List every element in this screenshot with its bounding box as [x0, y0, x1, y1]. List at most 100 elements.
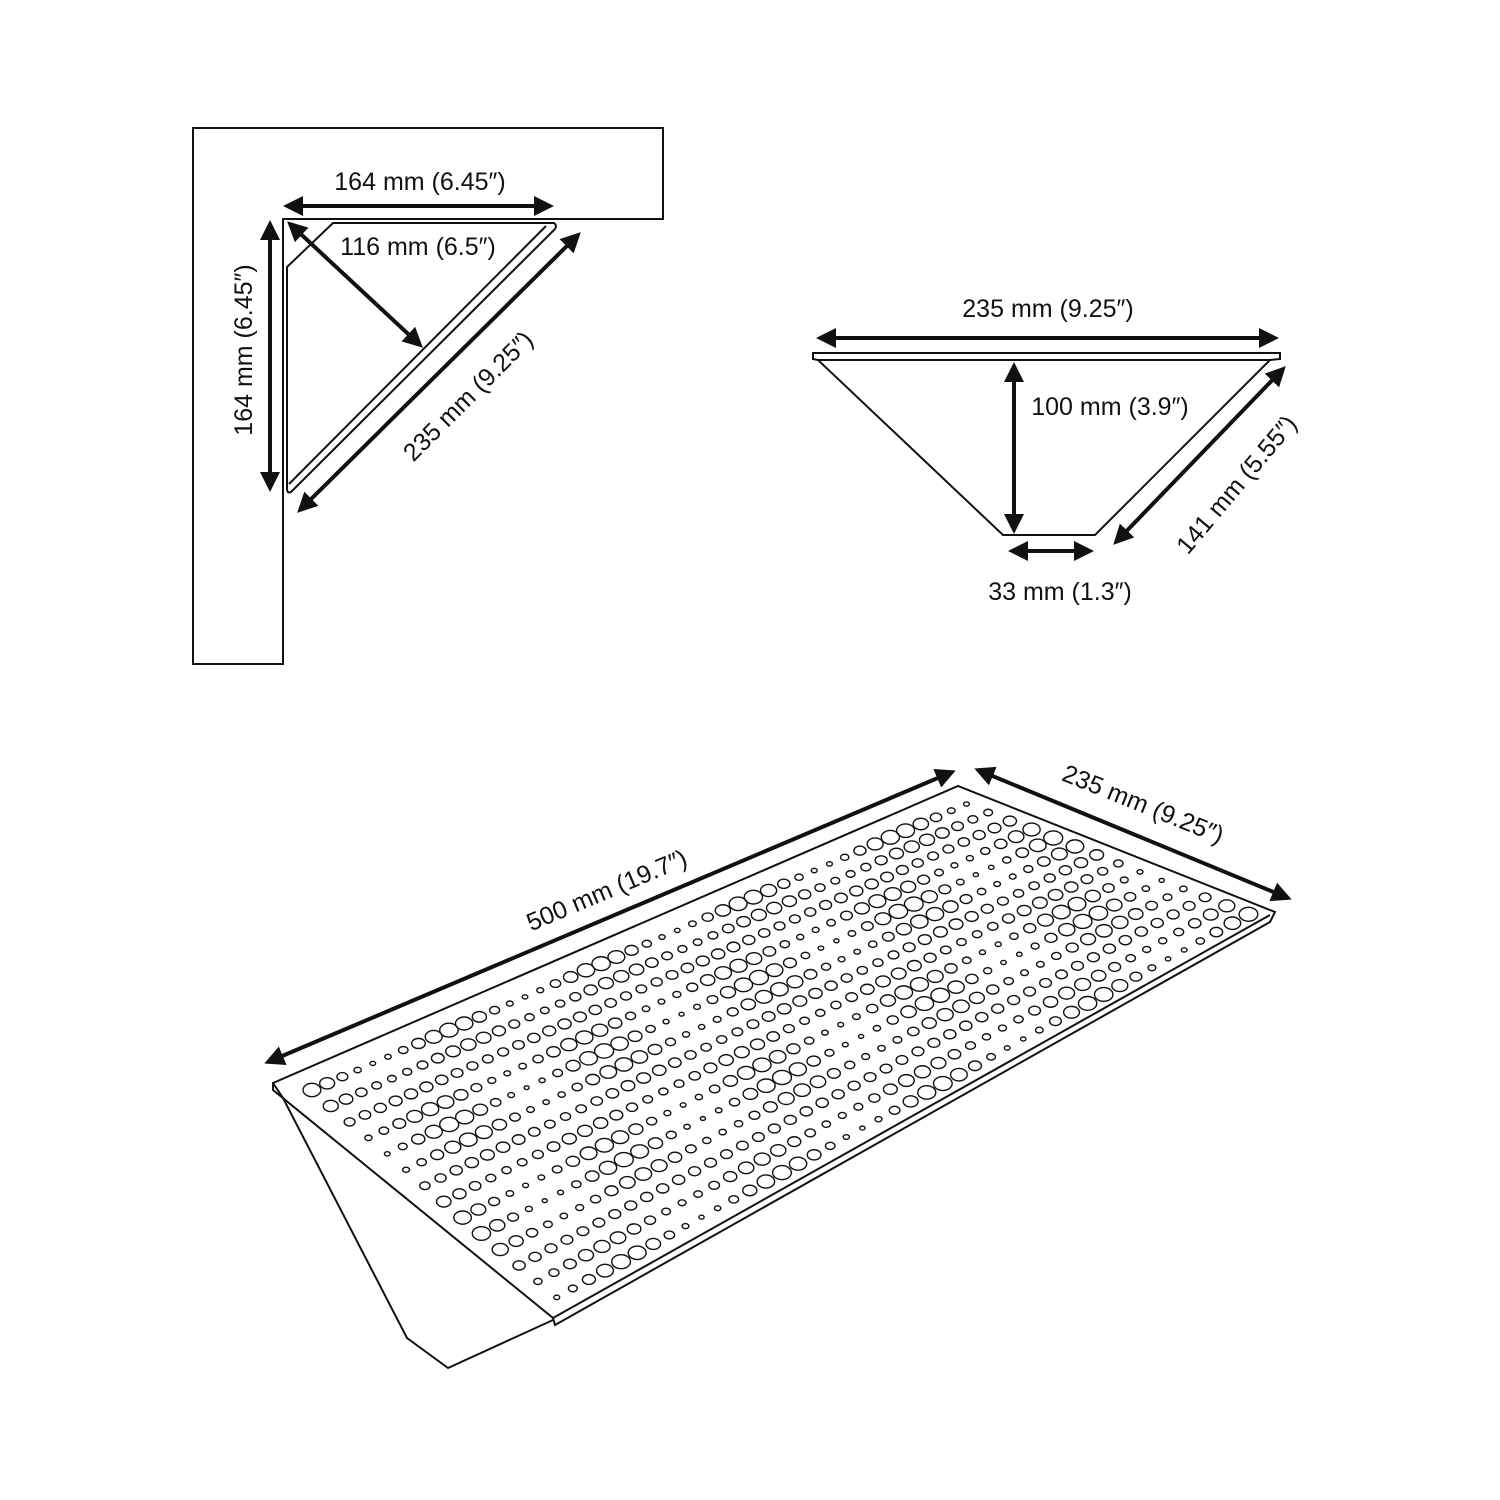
perforation-hole: [1086, 952, 1101, 963]
perforation-hole: [818, 899, 833, 911]
perforation-hole: [411, 1037, 426, 1050]
perforation-hole: [803, 968, 818, 980]
perforation-hole: [701, 912, 715, 923]
perforation-hole: [956, 937, 967, 947]
perforation-hole: [865, 1003, 879, 1014]
perforation-hole: [707, 931, 719, 940]
perforation-hole: [664, 1037, 677, 1047]
label-top-width: 164 mm (6.45″): [334, 168, 505, 196]
perforation-hole: [1112, 859, 1124, 868]
perforation-hole: [766, 1031, 781, 1042]
perforation-hole: [1111, 915, 1129, 930]
perforation-hole: [688, 1070, 702, 1081]
perforation-hole: [987, 864, 995, 871]
perforation-hole: [1065, 942, 1079, 953]
perforation-hole: [964, 1041, 977, 1050]
perforation-hole: [624, 1011, 637, 1021]
perforation-hole: [994, 941, 1002, 948]
perforation-hole: [1088, 905, 1109, 921]
perforation-hole: [749, 1038, 766, 1051]
perforation-hole: [508, 1235, 524, 1248]
perforation-hole: [729, 958, 748, 973]
perforation-hole: [541, 1198, 548, 1204]
perforation-hole: [882, 1083, 898, 1096]
perforation-hole: [662, 1018, 670, 1025]
perforation-hole: [996, 896, 1010, 906]
perforation-hole: [692, 938, 703, 947]
perforation-hole: [609, 1231, 627, 1245]
perforation-hole: [903, 840, 921, 854]
perforation-hole: [742, 1184, 758, 1197]
perforation-hole: [471, 1226, 492, 1242]
perforation-hole: [839, 910, 854, 921]
perforation-hole: [1119, 876, 1129, 884]
perforation-hole: [353, 1066, 362, 1074]
perforation-hole: [722, 1170, 738, 1183]
perforation-hole: [575, 1104, 588, 1114]
perforation-hole: [746, 1019, 760, 1030]
perforation-hole: [358, 1109, 372, 1120]
perforation-hole: [856, 965, 869, 975]
perforation-hole: [655, 1183, 670, 1194]
perforation-hole: [751, 1131, 765, 1143]
perforation-hole: [542, 1098, 550, 1106]
arrow-width: [974, 766, 1292, 902]
perforation-hole: [737, 1161, 755, 1175]
label-side-length: 164 mm (6.45″): [230, 264, 258, 435]
perforation-hole: [434, 1074, 449, 1086]
perforation-hole: [888, 847, 905, 860]
perforation-hole: [627, 1030, 643, 1043]
perforation-hole: [830, 876, 841, 885]
perforation-hole: [726, 1007, 739, 1017]
perforation-hole: [779, 940, 791, 949]
perforation-hole: [776, 878, 791, 890]
perforation-hole: [645, 1116, 658, 1126]
perforation-hole: [627, 1245, 647, 1261]
perforation-hole: [592, 1116, 609, 1130]
perforation-hole: [847, 1080, 861, 1091]
perforation-hole: [571, 1082, 583, 1092]
perforation-hole: [1180, 947, 1188, 953]
perforation-hole: [576, 1124, 594, 1138]
perforation-hole: [902, 1095, 919, 1108]
perforation-hole: [677, 1199, 687, 1207]
perforation-hole: [574, 1030, 594, 1045]
perforation-hole: [974, 1011, 989, 1023]
perforation-hole: [1111, 978, 1129, 993]
perforation-hole: [614, 1057, 634, 1072]
perforation-hole: [782, 957, 798, 969]
perforation-hole: [788, 914, 801, 924]
perforation-hole: [644, 957, 659, 969]
perforation-hole: [799, 1016, 811, 1026]
perforation-hole: [1027, 1005, 1042, 1016]
perforation-hole: [554, 999, 566, 1008]
perforation-hole: [877, 1044, 886, 1052]
perforation-hole: [958, 1020, 973, 1032]
perforation-hole: [1072, 913, 1093, 930]
perforation-hole: [840, 973, 853, 983]
perforation-hole: [687, 920, 697, 928]
perforation-hole: [397, 1142, 408, 1151]
perforation-hole: [1195, 937, 1206, 945]
perforation-hole: [336, 1071, 349, 1082]
perforation-hole: [879, 994, 897, 1007]
perforation-hole: [993, 838, 1008, 850]
perforation-hole: [501, 1165, 512, 1175]
perforation-hole: [771, 1069, 793, 1086]
label-length: 500 mm (19.7″): [523, 844, 692, 937]
perforation-hole: [874, 1115, 883, 1123]
perforation-hole: [776, 1002, 792, 1015]
perforation-hole: [930, 1056, 947, 1070]
perforation-hole: [767, 1123, 782, 1134]
perforation-hole: [468, 1180, 482, 1191]
perforation-hole: [693, 1190, 704, 1198]
perforation-hole: [618, 1175, 636, 1189]
perforation-hole: [584, 1170, 600, 1182]
perforation-hole: [814, 1008, 826, 1018]
perforation-hole: [678, 1011, 685, 1017]
perforation-hole: [610, 1036, 630, 1051]
perforation-hole: [918, 833, 936, 847]
perforation-hole: [559, 1212, 569, 1220]
